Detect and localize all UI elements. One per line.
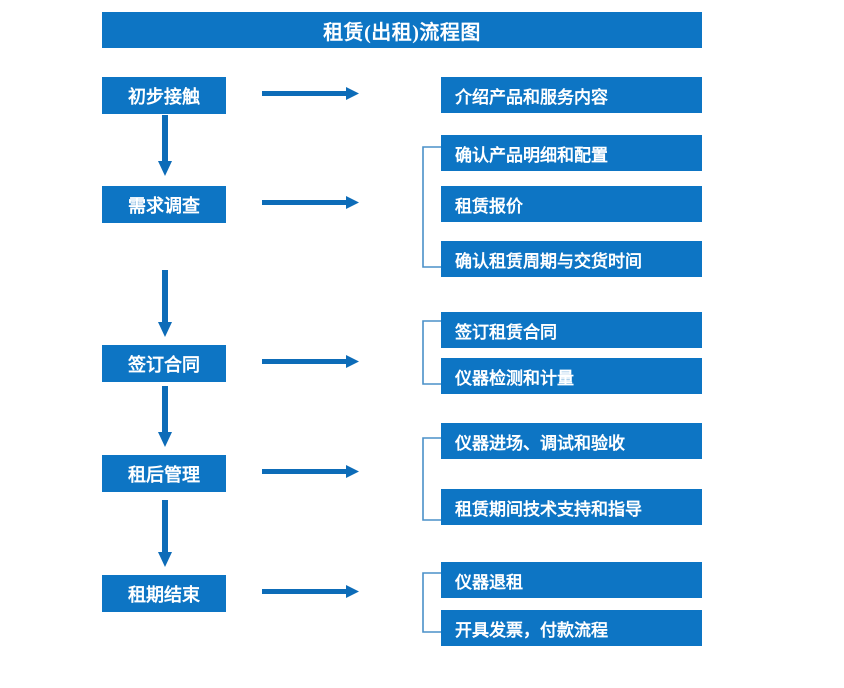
right-arrow-icon-4 — [262, 463, 360, 479]
down-arrow-icon-4 — [156, 500, 174, 568]
stage-box-sign-contract[interactable]: 签订合同 — [102, 345, 226, 382]
stage-box-post-rental-management[interactable]: 租后管理 — [102, 455, 226, 492]
down-arrow-icon-1 — [156, 115, 174, 177]
right-arrow-icon-1 — [262, 85, 360, 101]
stage-box-rental-end[interactable]: 租期结束 — [102, 575, 226, 612]
right-arrow-icon-2 — [262, 194, 360, 210]
down-arrow-icon-3 — [156, 386, 174, 448]
detail-box-instrument-entry-commissioning[interactable]: 仪器进场、调试和验收 — [441, 423, 702, 459]
group-bracket-icon-5 — [420, 572, 442, 633]
detail-box-confirm-rental-period[interactable]: 确认租赁周期与交货时间 — [441, 241, 702, 277]
detail-box-rental-quotation[interactable]: 租赁报价 — [441, 186, 702, 222]
group-bracket-icon-2 — [420, 146, 442, 268]
group-bracket-icon-4 — [420, 437, 442, 521]
detail-box-confirm-product-details[interactable]: 确认产品明细和配置 — [441, 135, 702, 171]
detail-box-instrument-return[interactable]: 仪器退租 — [441, 562, 702, 598]
chart-title: 租赁(出租)流程图 — [102, 12, 702, 48]
detail-box-invoice-payment[interactable]: 开具发票，付款流程 — [441, 610, 702, 646]
detail-box-technical-support[interactable]: 租赁期间技术支持和指导 — [441, 489, 702, 525]
stage-box-demand-survey[interactable]: 需求调查 — [102, 186, 226, 223]
detail-box-sign-rental-contract[interactable]: 签订租赁合同 — [441, 312, 702, 348]
group-bracket-icon-3 — [420, 320, 442, 385]
down-arrow-icon-2 — [156, 270, 174, 338]
right-arrow-icon-5 — [262, 583, 360, 599]
detail-box-instrument-inspection[interactable]: 仪器检测和计量 — [441, 358, 702, 394]
detail-box-introduce-products[interactable]: 介绍产品和服务内容 — [441, 77, 702, 113]
right-arrow-icon-3 — [262, 353, 360, 369]
stage-box-initial-contact[interactable]: 初步接触 — [102, 77, 226, 114]
